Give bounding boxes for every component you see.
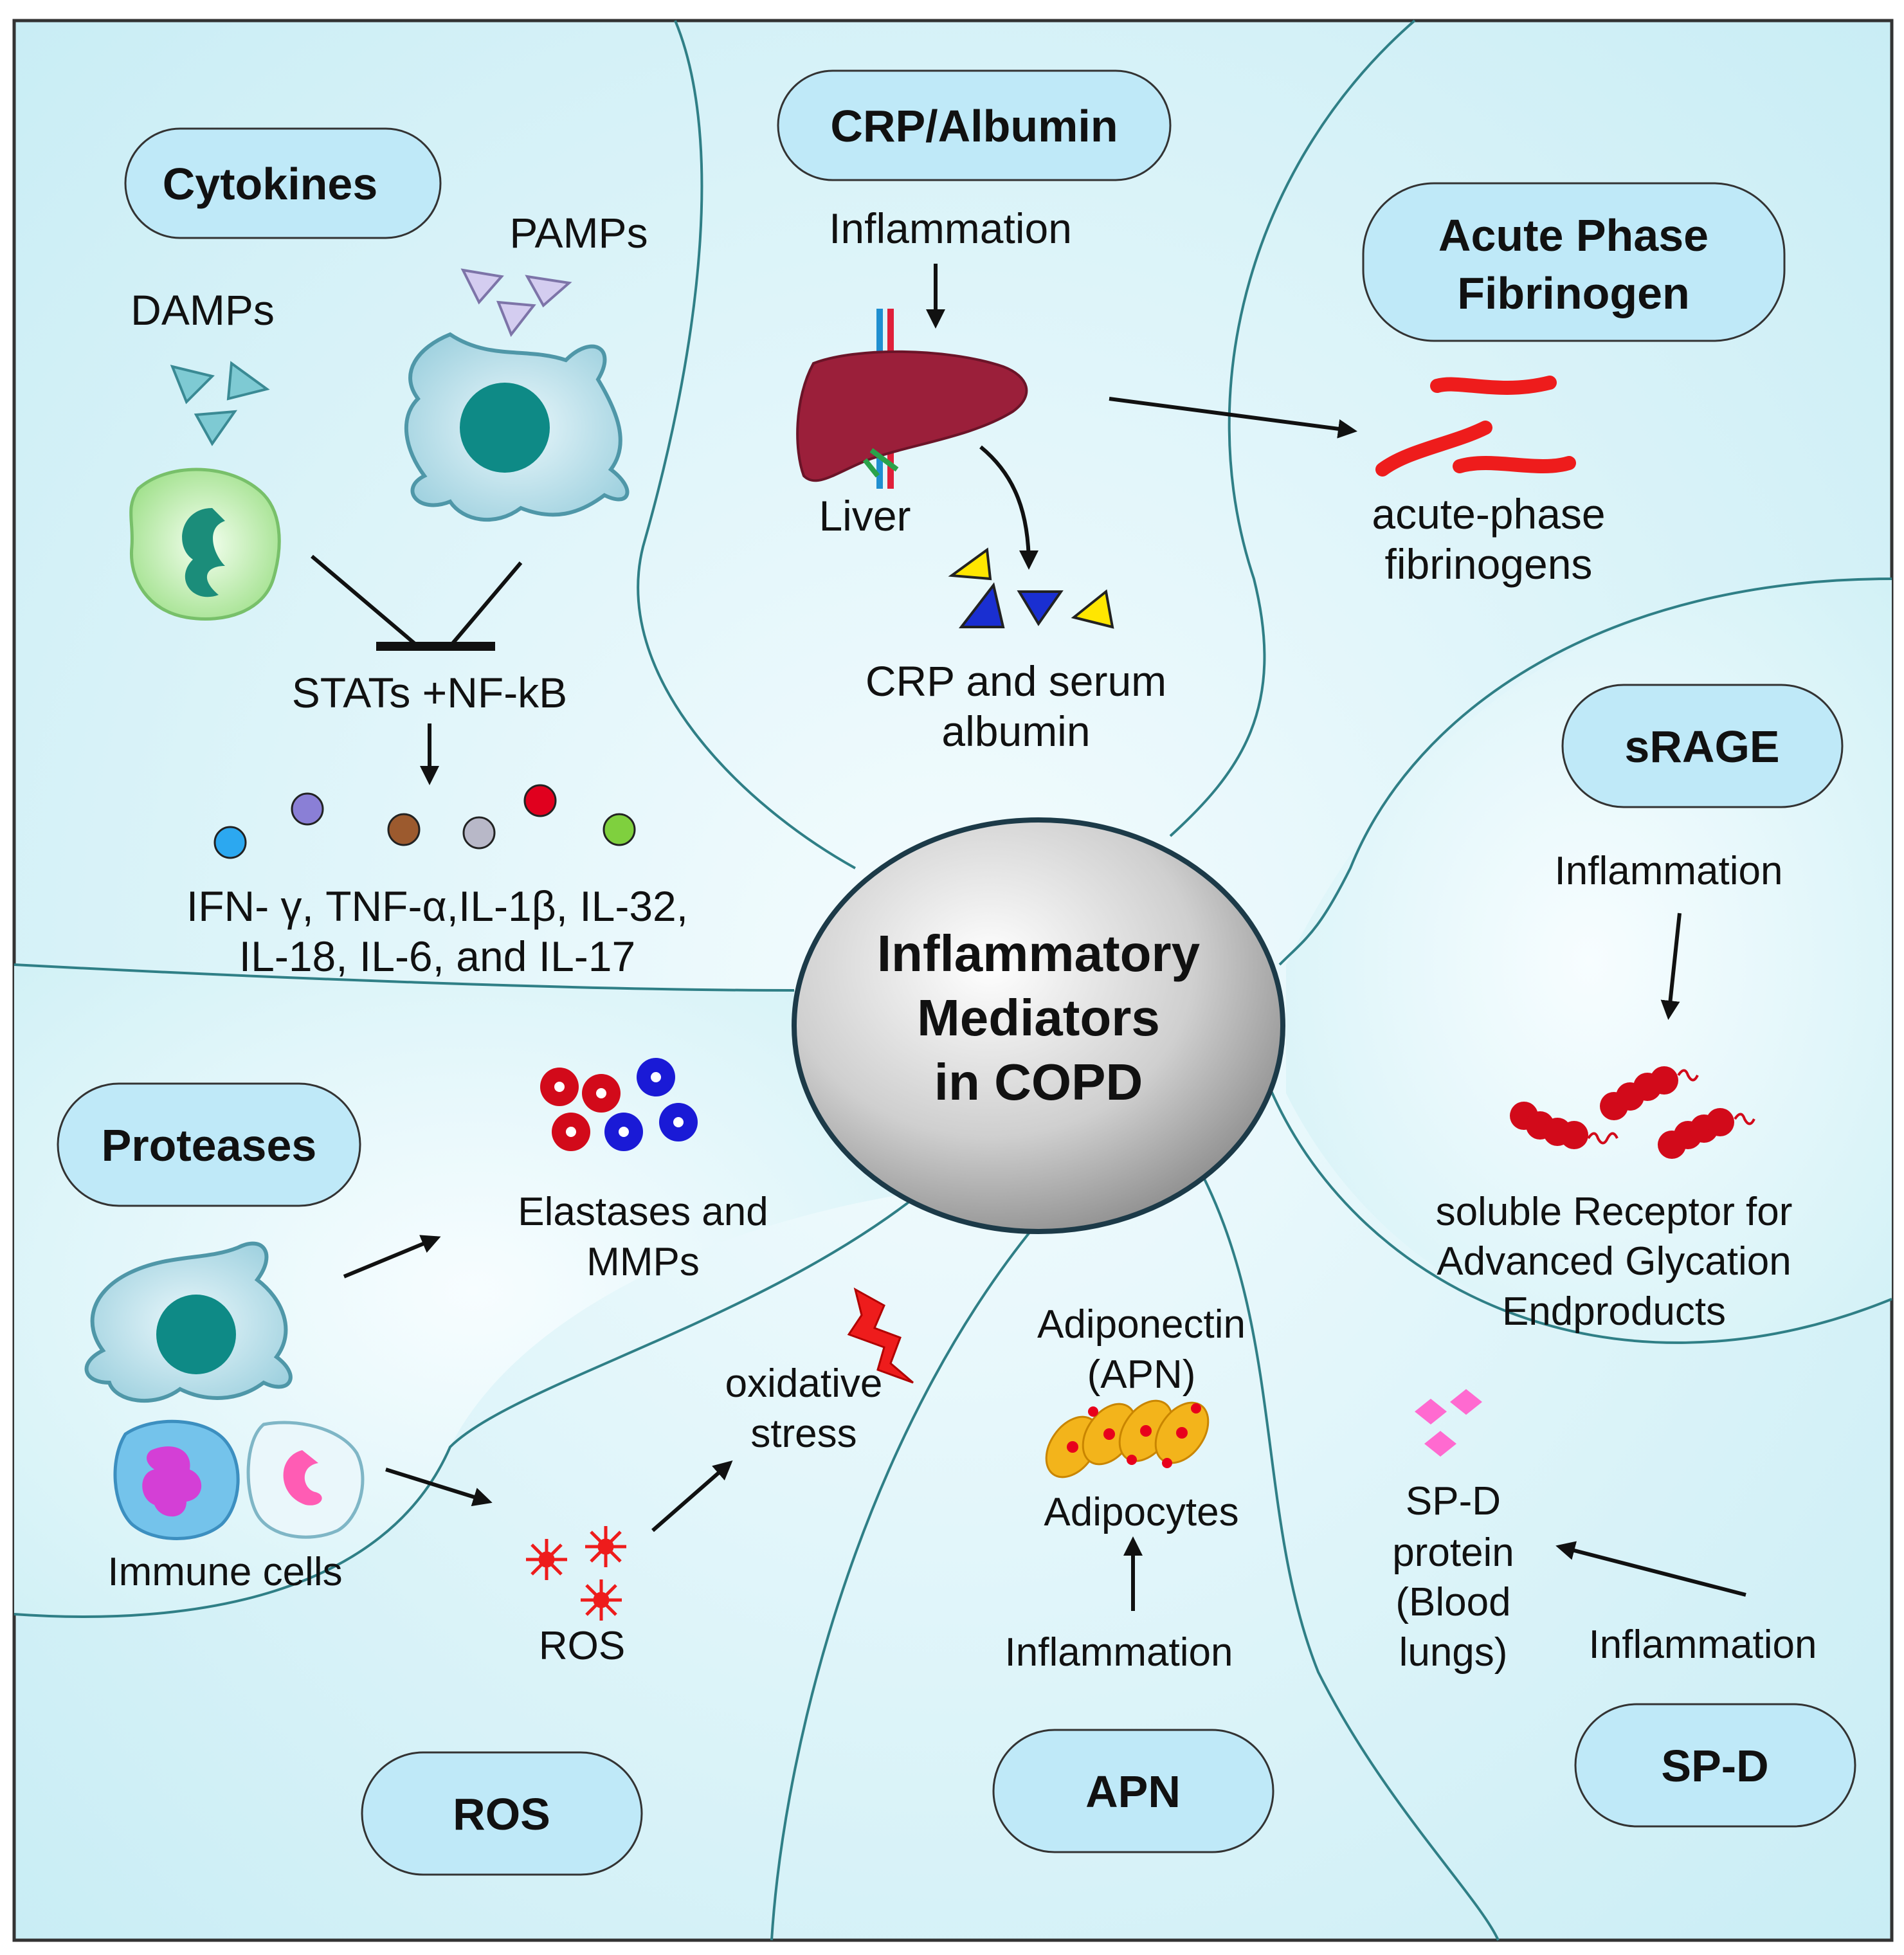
srage-result-line1: soluble Receptor for xyxy=(1436,1190,1793,1234)
cytokine-list-line2: IL-18, IL-6, and IL-17 xyxy=(239,932,635,980)
apn-result-line2: (APN) xyxy=(1087,1352,1196,1397)
spd-result-line1: SP-D xyxy=(1406,1479,1501,1523)
spd-result-line3: (Blood xyxy=(1395,1580,1510,1624)
protease-granules-icon xyxy=(540,1058,698,1151)
proteases-title-pill xyxy=(57,1082,361,1207)
fibrinogen-title-line1: Acute Phase xyxy=(1438,210,1709,260)
srage-title: sRAGE xyxy=(1624,722,1779,772)
cytokine-list-line1: IFN- γ, TNF-α,IL-1β, IL-32, xyxy=(186,882,688,930)
crp-triangles-icon xyxy=(948,547,1114,629)
srage-result-line3: Endproducts xyxy=(1502,1289,1726,1334)
srage-result-line2: Advanced Glycation xyxy=(1437,1239,1791,1284)
spd-protein-icon xyxy=(1415,1389,1482,1457)
spd-inflammation-arrow xyxy=(1555,1541,1746,1597)
liver-to-fibrinogen-arrow xyxy=(1109,397,1357,439)
boundary-cytokines-crp xyxy=(637,20,856,869)
crp-inflammation-label: Inflammation xyxy=(829,205,1072,252)
oxidative-stress-line1: oxidative xyxy=(725,1361,883,1406)
cytokine-convergence-line-left xyxy=(311,554,419,648)
spd-title-pill xyxy=(1574,1703,1856,1828)
center-title-line1: Inflammatory xyxy=(877,925,1201,982)
center-ellipse xyxy=(792,817,1285,1234)
damps-triangles-icon xyxy=(170,361,270,446)
lightning-icon xyxy=(847,1287,914,1384)
proteases-title: Proteases xyxy=(102,1120,317,1170)
pamps-triangles-icon xyxy=(460,268,572,337)
cytokine-convergence-line-right xyxy=(448,561,523,648)
adipocytes-icon xyxy=(1045,1399,1210,1478)
spd-result-line4: lungs) xyxy=(1399,1630,1508,1675)
spd-inflammation-label: Inflammation xyxy=(1589,1623,1817,1667)
spd-title: SP-D xyxy=(1661,1741,1768,1791)
cytokines-title-pill xyxy=(124,127,442,239)
crp-title: CRP/Albumin xyxy=(830,101,1118,151)
ros-sparks-icon xyxy=(526,1526,626,1621)
fibrinogen-title-pill xyxy=(1362,182,1786,342)
srage-title-pill xyxy=(1561,684,1844,808)
oxidative-stress-line2: stress xyxy=(750,1412,857,1456)
ros-title-pill xyxy=(361,1751,643,1876)
liver-to-crp-arrow xyxy=(979,445,1038,570)
center-title-line2: Mediators xyxy=(917,989,1160,1046)
apn-result-line1: Adiponectin xyxy=(1037,1302,1246,1347)
neutrophil-cell-icon xyxy=(129,468,281,621)
ros-label: ROS xyxy=(539,1624,625,1668)
cytokines-title: Cytokines xyxy=(163,159,378,209)
apn-title-pill xyxy=(992,1729,1274,1853)
crp-title-pill xyxy=(777,69,1172,181)
boundary-fibrinogen-srage xyxy=(1278,577,1892,966)
center-title-line3: in COPD xyxy=(934,1053,1143,1111)
apn-inflammation-label: Inflammation xyxy=(1005,1630,1233,1675)
crp-result-line2: albumin xyxy=(941,707,1090,755)
liver-label: Liver xyxy=(819,492,911,540)
boundary-srage-spd xyxy=(1265,1080,1892,1344)
boundary-cytokines-proteases xyxy=(14,963,795,992)
immune-cells-icon xyxy=(113,1419,365,1540)
ros-title: ROS xyxy=(453,1789,550,1839)
pamps-label: PAMPs xyxy=(509,209,648,257)
cytokine-dots-icon xyxy=(213,784,636,859)
boundary-proteases-ros xyxy=(14,1182,934,1618)
srage-inflammation-label: Inflammation xyxy=(1555,849,1783,893)
immune-cells-label: Immune cells xyxy=(107,1550,342,1594)
spd-result-line2: protein xyxy=(1392,1531,1514,1575)
srage-inflammation-arrow xyxy=(1660,913,1682,1020)
fibrinogen-title-line2: Fibrinogen xyxy=(1457,268,1690,318)
elastases-line1: Elastases and xyxy=(518,1190,768,1234)
crp-result-line1: CRP and serum xyxy=(866,657,1166,705)
srage-molecules-icon xyxy=(1510,1066,1755,1159)
adipocytes-label: Adipocytes xyxy=(1044,1490,1238,1534)
damps-label: DAMPs xyxy=(131,286,275,334)
fibrinogen-result-line2: fibrinogens xyxy=(1385,540,1593,588)
boundary-apn-spd xyxy=(1188,1150,1500,1941)
fibrinogen-result-line1: acute-phase xyxy=(1372,490,1605,538)
fibrinogen-strands-icon xyxy=(1375,376,1576,477)
stats-nfkb-label: STATs +NF-kB xyxy=(292,669,567,716)
proteases-to-elastases-arrow xyxy=(343,1235,441,1278)
elastases-line2: MMPs xyxy=(586,1240,700,1284)
boundary-ros-apn xyxy=(770,1201,1056,1941)
immune-to-ros-arrow xyxy=(385,1468,493,1507)
boundary-crp-fibrinogen xyxy=(1169,19,1416,837)
macrophage-cell-icon xyxy=(84,1241,293,1403)
ros-to-stress-arrow xyxy=(651,1460,733,1532)
apn-title: APN xyxy=(1085,1767,1181,1817)
liver-icon xyxy=(796,309,1028,489)
dendritic-cell-icon xyxy=(404,332,630,522)
